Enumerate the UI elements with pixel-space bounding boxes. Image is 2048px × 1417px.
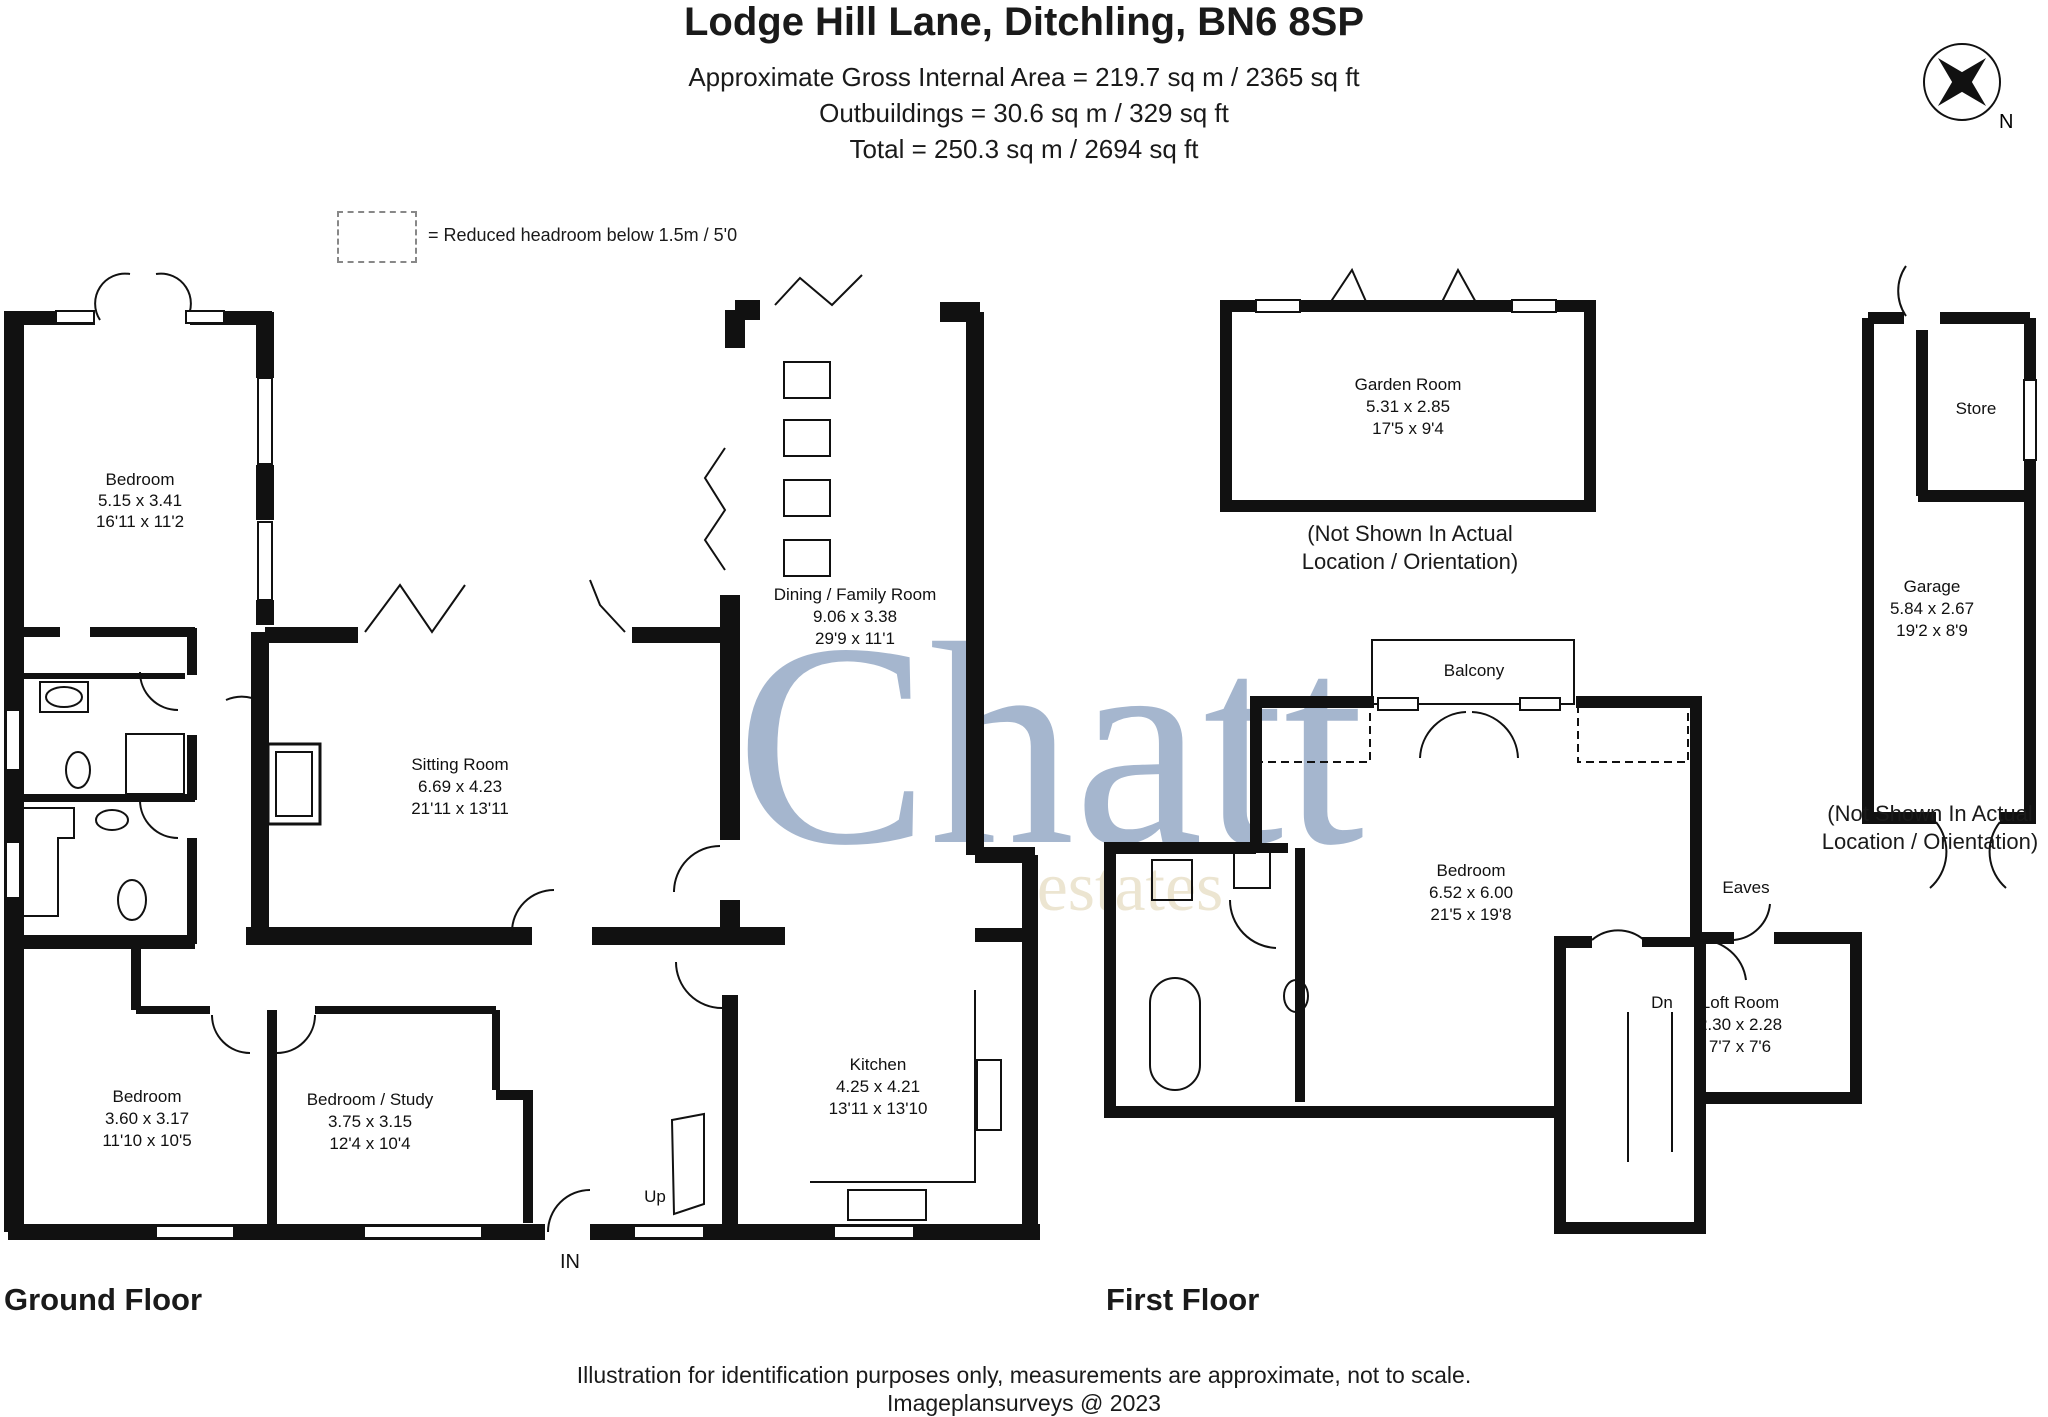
garden-room-note: (Not Shown In Actual Location / Orientat… — [1301, 521, 1519, 574]
room-labels: Bedroom 5.15 x 3.41 16'11 x 11'2 Sitting… — [96, 375, 1996, 1273]
room-metric: 3.60 x 3.17 — [105, 1109, 189, 1128]
ground-floor-label: Ground Floor — [4, 1282, 203, 1317]
stairs-up-label: Up — [644, 1187, 666, 1206]
room-name: Garage — [1904, 577, 1961, 596]
page-title: Lodge Hill Lane, Ditchling, BN6 8SP — [683, 0, 1365, 44]
room-name: Bedroom — [1437, 861, 1506, 880]
room-imperial: 16'11 x 11'2 — [96, 512, 184, 531]
room-imperial: 11'10 x 10'5 — [102, 1131, 191, 1150]
room-imperial: 29'9 x 11'1 — [815, 629, 895, 648]
room-metric: 5.84 x 2.67 — [1890, 599, 1974, 618]
reduced-headroom-swatch — [337, 211, 417, 263]
room-metric: 9.06 x 3.38 — [813, 607, 897, 626]
room-metric: 3.75 x 3.15 — [328, 1112, 412, 1131]
entrance-label: IN — [560, 1251, 580, 1273]
room-imperial: 12'4 x 10'4 — [329, 1134, 410, 1153]
room-name: Eaves — [1722, 878, 1769, 897]
gross-internal-area: Approximate Gross Internal Area = 219.7 … — [688, 62, 1360, 92]
room-imperial: 13'11 x 13'10 — [829, 1099, 928, 1118]
room-name: Bedroom — [106, 470, 175, 489]
compass-icon: N — [1923, 43, 2013, 133]
room-metric: 5.15 x 3.41 — [98, 491, 182, 510]
walls — [4, 265, 2037, 1240]
room-name: Sitting Room — [411, 755, 508, 774]
room-name: Loft Room — [1701, 993, 1779, 1012]
legend-text: = Reduced headroom below 1.5m / 5'0 — [428, 225, 738, 245]
room-name: Kitchen — [850, 1055, 907, 1074]
room-metric: 5.31 x 2.85 — [1366, 397, 1450, 416]
room-metric: 4.25 x 4.21 — [836, 1077, 920, 1096]
disclaimer: Illustration for identification purposes… — [576, 1362, 1472, 1388]
room-imperial: 17'5 x 9'4 — [1372, 419, 1444, 438]
room-imperial: 7'7 x 7'6 — [1709, 1037, 1771, 1056]
room-name: Dining / Family Room — [774, 585, 937, 604]
room-name: Garden Room — [1355, 375, 1462, 394]
garage-note: (Not Shown In Actual Location / Orientat… — [1821, 801, 2039, 854]
room-metric: 6.69 x 4.23 — [418, 777, 502, 796]
room-imperial: 21'5 x 19'8 — [1430, 905, 1511, 924]
room-imperial: 21'11 x 13'11 — [411, 799, 509, 818]
room-name: Bedroom — [113, 1087, 182, 1106]
room-imperial: 19'2 x 8'9 — [1896, 621, 1968, 640]
first-floor-label: First Floor — [1106, 1282, 1260, 1317]
watermark-subtext: estates — [1037, 849, 1224, 926]
credit: Imageplansurveys @ 2023 — [887, 1390, 1161, 1416]
total-area: Total = 250.3 sq m / 2694 sq ft — [849, 134, 1199, 164]
outbuildings-area: Outbuildings = 30.6 sq m / 329 sq ft — [819, 98, 1229, 128]
stairs-down-label: Dn — [1651, 993, 1673, 1012]
room-metric: 2.30 x 2.28 — [1698, 1015, 1782, 1034]
room-name: Balcony — [1444, 661, 1505, 680]
compass-north-label: N — [1999, 111, 2013, 133]
room-name: Store — [1956, 399, 1997, 418]
room-name: Bedroom / Study — [307, 1090, 434, 1109]
room-metric: 6.52 x 6.00 — [1429, 883, 1513, 902]
